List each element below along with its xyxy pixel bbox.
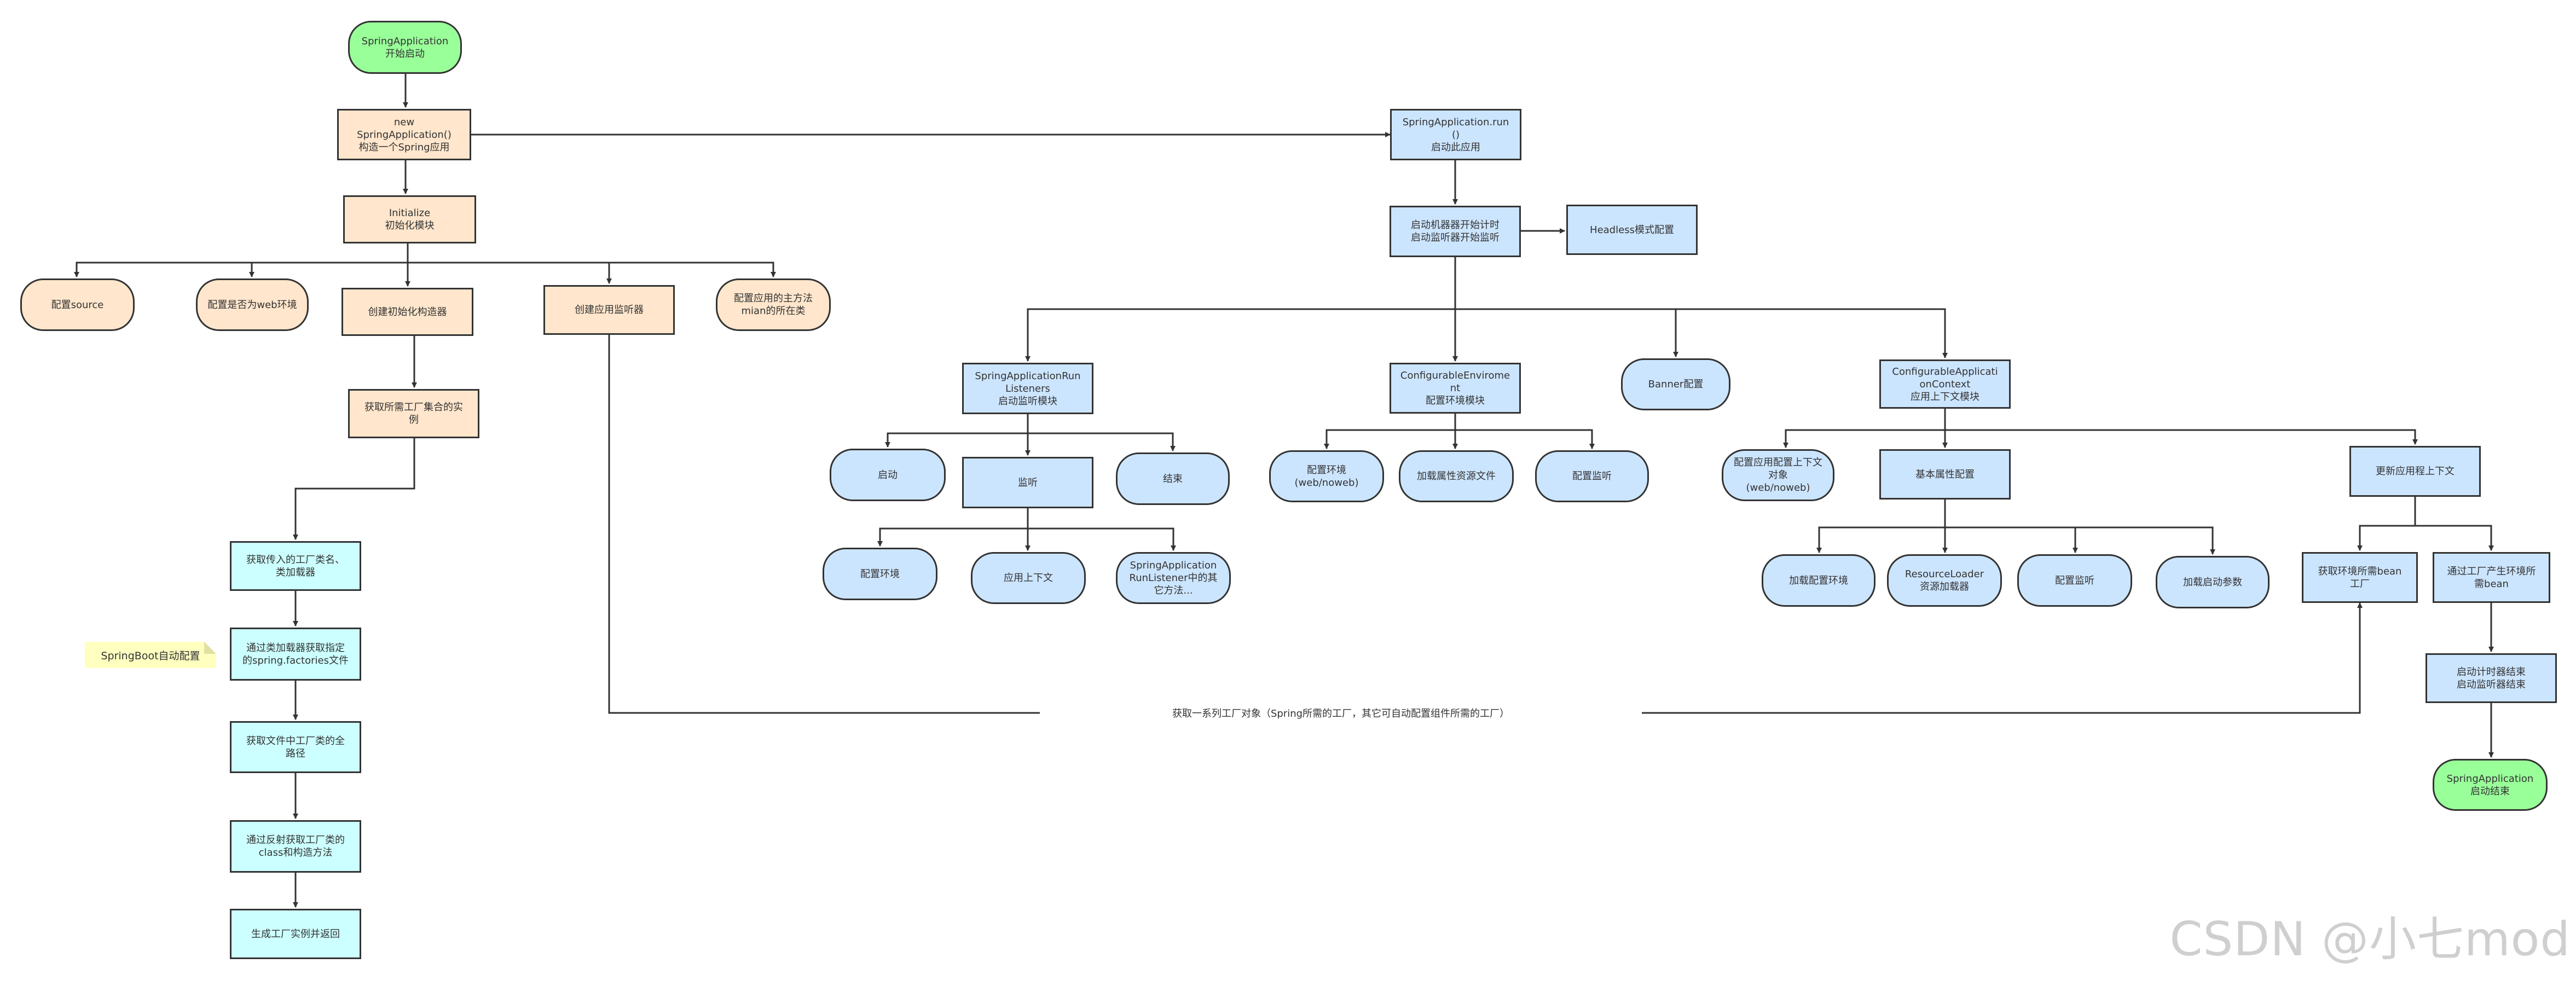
edge-env-to-listen — [1454, 414, 1595, 449]
configurable-environment-node: ConfigurableEnvirome nt 配置环境模块 — [1390, 363, 1521, 414]
edge-basic-to-listen — [1944, 500, 2078, 553]
env-bean-factory-node: 获取环境所需bean 工厂 — [2302, 552, 2418, 603]
listener-app-context-node: 应用上下文 — [971, 552, 1086, 604]
listener-start-node: 启动 — [830, 449, 946, 501]
csdn-watermark: CSDN @小七mod — [2169, 912, 2571, 967]
end-timer-node: 启动计时器结束 启动监听器结束 — [2426, 653, 2557, 703]
edge-basic-to-loadenv — [1816, 500, 1946, 553]
edge-rl-to-start — [885, 414, 1029, 448]
context-listen-node: 配置监听 — [2017, 554, 2132, 607]
load-start-args-node: 加载启动参数 — [2156, 556, 2270, 608]
edge-timer-to-context — [1454, 257, 1948, 358]
edge-refresh-to-envbean — [2357, 497, 2416, 551]
listener-config-env-node: 配置环境 — [823, 548, 937, 600]
edge-refresh-to-factorybean — [2414, 497, 2494, 551]
edge-env-to-web — [1324, 414, 1456, 449]
run-node: SpringApplication.run () 启动此应用 — [1390, 109, 1521, 160]
edge-init-to-web — [249, 243, 409, 277]
edge-ctx-to-object — [1783, 409, 1946, 448]
configurable-context-node: ConfigurableApplicati onContext 应用上下文模块 — [1879, 359, 2011, 409]
edge-basic-to-args — [1944, 500, 2215, 555]
edge-timer-to-runlisteners — [1025, 257, 1456, 362]
context-object-node: 配置应用配置上下文 对象 (web/noweb) — [1722, 449, 1834, 501]
factory-create-bean-node: 通过工厂产生环境所 需bean — [2433, 552, 2550, 603]
env-web-node: 配置环境 (web/noweb) — [1269, 450, 1384, 502]
reflect-factory-node: 通过反射获取工厂类的 class和构造方法 — [230, 820, 361, 873]
edge-listen-to-env — [877, 508, 1029, 547]
edge-listen-to-other — [1027, 508, 1176, 551]
load-factories-file-node: 通过类加载器获取指定 的spring.factories文件 — [230, 628, 361, 681]
get-factory-paths-node: 获取文件中工厂类的全 路径 — [230, 721, 361, 773]
factory-objects-edge-label: 获取一系列工厂对象（Spring所需的工厂，其它可自动配置组件所需的工厂） — [1040, 704, 1642, 722]
headless-node: Headless模式配置 — [1566, 205, 1698, 255]
basic-properties-node: 基本属性配置 — [1879, 449, 2011, 500]
edge-ctx-to-refresh — [1944, 409, 2418, 445]
env-listen-node: 配置监听 — [1535, 450, 1649, 502]
create-factory-instance-node: 生成工厂实例并返回 — [230, 909, 361, 959]
start-timer-node: 启动机器器开始计时 启动监听器开始监听 — [1390, 206, 1521, 257]
initialize-node: Initialize 初始化模块 — [343, 195, 476, 243]
refresh-context-node: 更新应用程上下文 — [2349, 446, 2481, 497]
config-main-class-node: 配置应用的主方法 mian的所在类 — [716, 278, 831, 331]
springboot-autoconfig-note: SpringBoot自动配置 — [85, 642, 216, 668]
config-web-node: 配置是否为web环境 — [196, 278, 309, 331]
config-source-node: 配置source — [20, 278, 135, 331]
new-application-node: new SpringApplication() 构造一个Spring应用 — [337, 109, 471, 160]
load-property-files-node: 加载属性资源文件 — [1399, 450, 1514, 502]
start-node: SpringApplication 开始启动 — [348, 21, 462, 74]
end-node: SpringApplication 启动结束 — [2433, 759, 2548, 811]
note-fold-corner — [204, 642, 216, 654]
edge-instances-to-names — [293, 438, 415, 540]
get-factory-instances-node: 获取所需工厂集合的实 例 — [348, 389, 479, 438]
edge-init-to-main — [407, 243, 776, 277]
listener-listen-node: 监听 — [962, 457, 1093, 508]
get-factory-names-node: 获取传入的工厂类名、 类加载器 — [230, 541, 361, 591]
listener-end-node: 结束 — [1116, 452, 1230, 505]
create-listener-node: 创建应用监听器 — [543, 285, 675, 335]
edge-init-to-source — [74, 243, 409, 277]
create-initializer-node: 创建初始化构造器 — [341, 288, 473, 336]
load-env-node: 加载配置环境 — [1762, 554, 1875, 607]
run-listeners-node: SpringApplicationRun Listeners 启动监听模块 — [962, 363, 1093, 414]
listener-other-methods-node: SpringApplication RunListener中的其 它方法... — [1116, 552, 1231, 604]
resource-loader-node: ResourceLoader 资源加载器 — [1887, 554, 2002, 607]
banner-node: Banner配置 — [1621, 358, 1730, 410]
edge-timer-to-banner — [1454, 257, 1678, 357]
edge-rl-to-end — [1027, 414, 1176, 451]
